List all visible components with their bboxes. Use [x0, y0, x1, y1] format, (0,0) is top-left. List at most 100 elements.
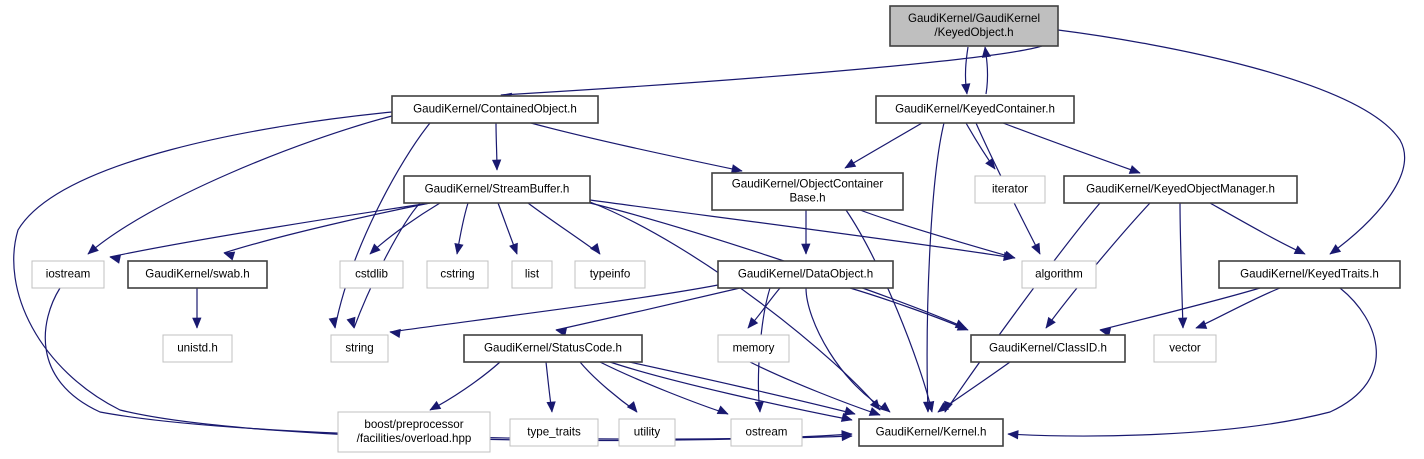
node-iostream[interactable]: iostream [31, 260, 105, 289]
node-string[interactable]: string [330, 334, 389, 363]
node-boostoverload[interactable]: boost/preprocessor/facilities/overload.h… [337, 411, 491, 453]
edge-arrowhead [843, 406, 856, 416]
edge-keyedobjectmanager-to-kernel [944, 202, 1101, 413]
node-label: type_traits [527, 426, 581, 439]
edge-arrowhead [868, 407, 881, 416]
edge-arrowhead [192, 317, 202, 329]
edge-line [223, 202, 431, 254]
node-label: memory [733, 342, 775, 355]
edge-keyedobject-to-keyedtraits [1057, 29, 1406, 255]
node-box[interactable] [618, 418, 676, 447]
node-keyedtraits[interactable]: GaudiKernel/KeyedTraits.h [1218, 260, 1401, 289]
edge-line [527, 202, 601, 255]
edge-arrowhead [328, 317, 338, 329]
edge-statuscode-to-kernel [609, 361, 853, 422]
nodes-layer: GaudiKernel/GaudiKernel/KeyedObject.hGau… [31, 5, 1401, 453]
edge-arrowhead [716, 405, 729, 415]
node-unistd[interactable]: unistd.h [162, 334, 233, 363]
node-keyedobjectmanager[interactable]: GaudiKernel/KeyedObjectManager.h [1063, 175, 1298, 204]
node-algorithm[interactable]: algorithm [1021, 260, 1097, 289]
node-box[interactable] [1153, 334, 1217, 363]
node-box[interactable] [711, 172, 904, 211]
edge-dataobject-to-string [389, 284, 719, 339]
node-streambuffer[interactable]: GaudiKernel/StreamBuffer.h [403, 175, 591, 204]
node-list[interactable]: list [511, 260, 553, 289]
node-label: string [345, 342, 373, 355]
node-box[interactable] [730, 418, 803, 447]
node-classid[interactable]: GaudiKernel/ClassID.h [970, 334, 1126, 363]
node-box[interactable] [511, 260, 553, 289]
node-box[interactable] [1021, 260, 1097, 289]
edge-statuscode-to-utility [579, 361, 638, 413]
node-box[interactable] [463, 334, 643, 363]
node-box[interactable] [875, 95, 1075, 124]
node-label: GaudiKernel/Kernel.h [876, 426, 987, 439]
node-typetraits[interactable]: type_traits [509, 418, 599, 447]
node-box[interactable] [330, 334, 389, 363]
edge-arrowhead [1195, 320, 1208, 329]
edge-line [844, 122, 923, 169]
node-box[interactable] [31, 260, 105, 289]
node-box[interactable] [162, 334, 233, 363]
node-box[interactable] [339, 260, 404, 289]
edge-arrowhead [1293, 245, 1306, 255]
node-swab[interactable]: GaudiKernel/swab.h [127, 260, 268, 289]
node-box[interactable] [127, 260, 268, 289]
node-box[interactable] [970, 334, 1126, 363]
edge-arrowhead [429, 400, 442, 411]
edges-layer [13, 29, 1406, 442]
edge-line [44, 287, 853, 440]
node-box[interactable] [337, 411, 491, 453]
edge-objectcontainerbase-to-dataobject [801, 210, 811, 255]
edge-arrowhead [956, 321, 969, 331]
edge-line [749, 361, 881, 416]
node-memory[interactable]: memory [717, 334, 790, 363]
edge-line [944, 202, 1101, 413]
node-vector[interactable]: vector [1153, 334, 1217, 363]
node-label: GaudiKernel/KeyedObjectManager.h [1086, 183, 1275, 196]
node-box[interactable] [717, 334, 790, 363]
node-box[interactable] [858, 418, 1004, 447]
node-box[interactable] [574, 260, 646, 289]
edge-line [353, 202, 421, 329]
node-label: GaudiKernel/ClassID.h [989, 342, 1107, 355]
node-keyedcontainer[interactable]: GaudiKernel/KeyedContainer.h [875, 95, 1075, 124]
edge-line [926, 122, 945, 413]
node-box[interactable] [889, 5, 1059, 47]
node-iterator[interactable]: iterator [974, 175, 1046, 204]
node-ostream[interactable]: ostream [730, 418, 803, 447]
node-typeinfo[interactable]: typeinfo [574, 260, 646, 289]
edge-line [589, 201, 881, 411]
edge-line [1002, 122, 1141, 174]
edge-arrowhead [1177, 317, 1188, 329]
node-label: boost/preprocessor [364, 418, 463, 431]
edge-swab-to-unistd [192, 288, 202, 329]
edge-keyedcontainer-to-iterator [965, 122, 996, 170]
edge-line [599, 361, 729, 415]
node-box[interactable] [717, 260, 894, 289]
node-box[interactable] [974, 175, 1046, 204]
node-box[interactable] [509, 418, 599, 447]
edge-arrowhead [626, 401, 638, 413]
edge-keyedtraits-to-classid [1099, 287, 1261, 337]
node-cstring[interactable]: cstring [426, 260, 489, 289]
node-kernel[interactable]: GaudiKernel/Kernel.h [858, 418, 1004, 447]
node-utility[interactable]: utility [618, 418, 676, 447]
edge-line [589, 199, 1015, 259]
edge-line [334, 122, 431, 329]
node-label: GaudiKernel/DataObject.h [738, 268, 873, 281]
edge-statuscode-to-ostream [599, 361, 729, 415]
node-box[interactable] [1063, 175, 1298, 204]
node-box[interactable] [426, 260, 489, 289]
node-statuscode[interactable]: GaudiKernel/StatusCode.h [463, 334, 643, 363]
node-label: /facilities/overload.hpp [357, 432, 472, 445]
node-cstdlib[interactable]: cstdlib [339, 260, 404, 289]
node-box[interactable] [391, 95, 599, 124]
node-keyedobject[interactable]: GaudiKernel/GaudiKernel/KeyedObject.h [889, 5, 1059, 47]
node-containedobject[interactable]: GaudiKernel/ContainedObject.h [391, 95, 599, 124]
node-box[interactable] [1218, 260, 1401, 289]
node-dataobject[interactable]: GaudiKernel/DataObject.h [717, 260, 894, 289]
node-box[interactable] [403, 175, 591, 204]
